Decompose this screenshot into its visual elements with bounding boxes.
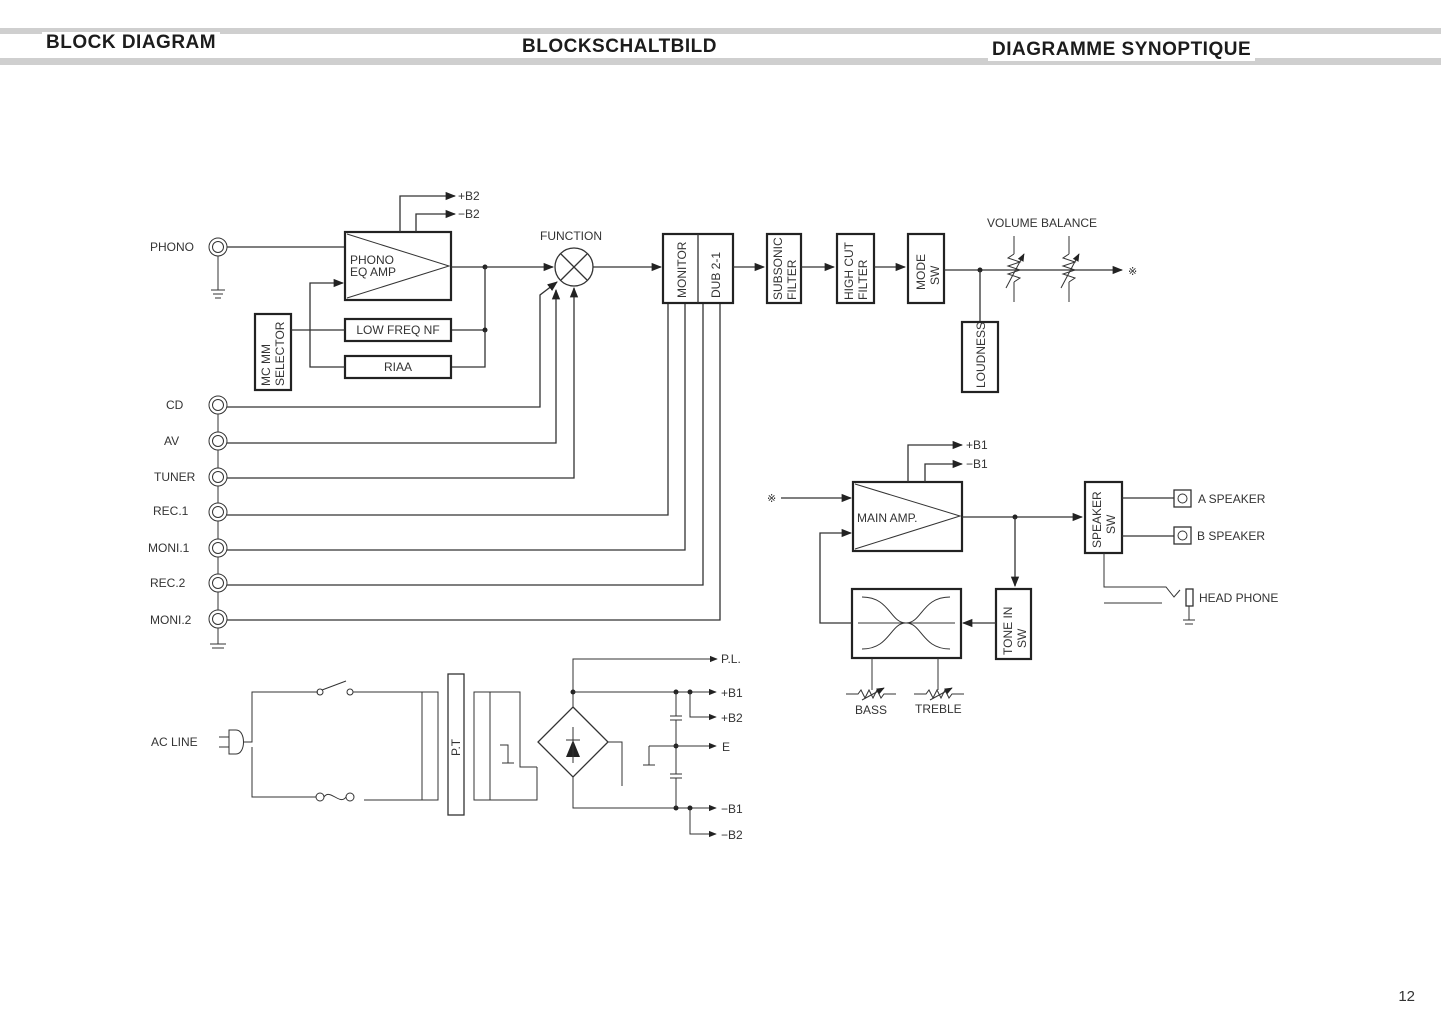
tone-in-sw-block [994, 587, 1033, 661]
loudness-label: LOUDNESS [974, 322, 988, 388]
mode-sw-block [906, 232, 946, 305]
phono-eq-amp-block [343, 230, 453, 302]
link-mark-in: ※ [767, 493, 776, 505]
high-cut-label-1: HIGH CUT [842, 241, 856, 300]
mode-label-1: MODE [914, 254, 928, 290]
speaker-sw-label-1: SPEAKER [1090, 491, 1104, 548]
ac-plug-icon [219, 729, 244, 755]
subsonic-filter-block [765, 232, 803, 305]
bass-pot-icon [846, 687, 896, 701]
tuner-label: TUNER [154, 470, 196, 484]
ground-icon [211, 289, 225, 299]
title-german: BLOCKSCHALTBILD [518, 36, 722, 58]
rec2-label: REC.2 [150, 576, 186, 590]
ps-e: E [722, 740, 730, 754]
rec1-label: REC.1 [153, 504, 189, 518]
phono-minus-b2: −B2 [458, 207, 480, 221]
fuse-icon [315, 792, 355, 802]
header-rule-bottom [0, 58, 1441, 65]
cd-label: CD [166, 398, 184, 412]
a-speaker-terminal-icon [1173, 489, 1192, 508]
page-number: 12 [1398, 988, 1415, 1005]
subsonic-label-1: SUBSONIC [771, 237, 785, 300]
b-speaker-terminal-icon [1173, 526, 1192, 545]
av-label: AV [164, 434, 179, 448]
amp-plus-b1: +B1 [966, 438, 988, 452]
phono-eq-label-1: PHONO [350, 253, 394, 267]
riaa-label: RIAA [384, 360, 412, 374]
monitor-dub-block [661, 232, 735, 305]
dub-label: DUB 2-1 [709, 252, 723, 298]
loudness-block [960, 320, 1000, 394]
main-amp-block [851, 480, 964, 553]
moni1-label: MONI.1 [148, 541, 190, 555]
ps-minus-b1: −B1 [721, 802, 743, 816]
speaker-sw-block [1083, 480, 1124, 555]
monitor-label: MONITOR [675, 241, 689, 298]
rectifier-bridge-icon [537, 706, 609, 778]
mc-mm-label-2: SELECTOR [273, 321, 287, 386]
ps-plus-b2: +B2 [721, 711, 743, 725]
treble-pot-icon [914, 687, 964, 701]
phono-eq-label-2: EQ AMP [350, 265, 396, 279]
amp-minus-b1: −B1 [966, 457, 988, 471]
mode-label-2: SW [928, 265, 942, 285]
pt-label: P.T [449, 738, 463, 756]
pl-label: P.L. [721, 652, 741, 666]
ac-line-label: AC LINE [151, 735, 198, 749]
link-mark-out: ※ [1128, 266, 1137, 278]
mc-mm-selector-block [253, 312, 293, 392]
main-amp-label: MAIN AMP. [857, 511, 917, 525]
power-transformer-block [447, 673, 465, 816]
function-selector-icon [554, 247, 594, 287]
tone-in-label-1: TONE IN [1001, 607, 1015, 655]
high-cut-filter-block [835, 232, 876, 305]
high-cut-label-2: FILTER [856, 259, 870, 300]
tone-control-block [850, 587, 963, 660]
speaker-sw-label-2: SW [1104, 514, 1118, 534]
phono-label: PHONO [150, 240, 194, 254]
volume-balance-label: VOLUME BALANCE [987, 216, 1097, 230]
phono-jack [208, 237, 228, 257]
title-english: BLOCK DIAGRAM [42, 32, 221, 54]
headphone-jack-icon [1183, 588, 1195, 625]
moni2-label: MONI.2 [150, 613, 192, 627]
power-switch-icon [316, 680, 354, 696]
mc-mm-label-1: MC MM [259, 344, 273, 386]
ps-minus-b2: −B2 [721, 828, 743, 842]
title-french: DIAGRAMME SYNOPTIQUE [988, 39, 1256, 61]
head-phone-label: HEAD PHONE [1199, 591, 1278, 605]
ps-plus-b1: +B1 [721, 686, 743, 700]
source-jacks [208, 395, 228, 649]
a-speaker-label: A SPEAKER [1198, 492, 1266, 506]
b-speaker-label: B SPEAKER [1197, 529, 1265, 543]
bass-label: BASS [855, 703, 887, 717]
header-rule-top [0, 28, 1441, 34]
treble-label: TREBLE [915, 702, 962, 716]
subsonic-label-2: FILTER [785, 259, 799, 300]
function-label: FUNCTION [540, 229, 602, 243]
volume-pot-icon [1005, 236, 1025, 302]
low-freq-nf-label: LOW FREQ NF [356, 323, 439, 337]
balance-pot-icon [1060, 236, 1080, 302]
tone-in-label-2: SW [1015, 628, 1029, 648]
phono-plus-b2: +B2 [458, 189, 480, 203]
